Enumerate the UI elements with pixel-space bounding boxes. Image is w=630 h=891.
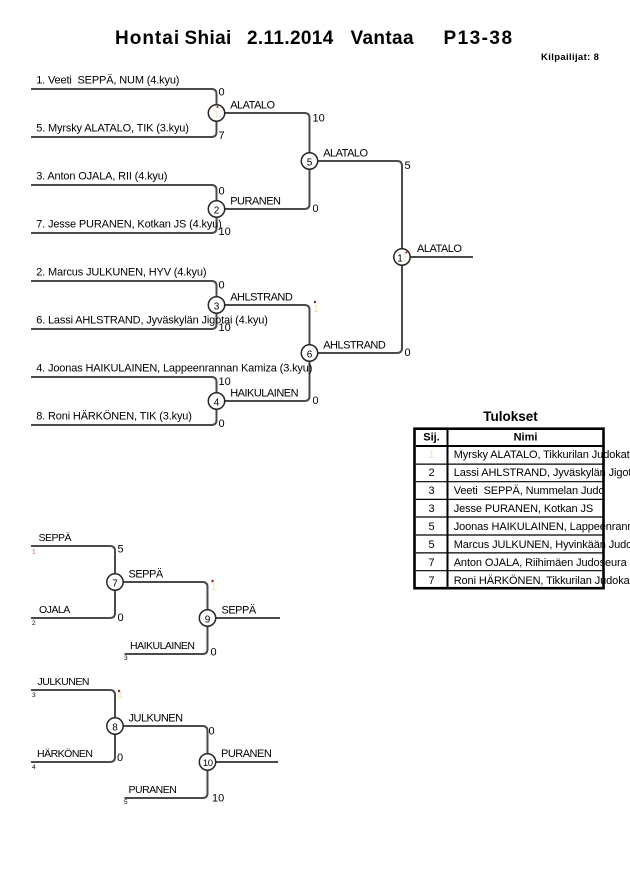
svg-text:0: 0 (211, 647, 217, 659)
svg-text:Anton OJALA, Riihimäen Judoseu: Anton OJALA, Riihimäen Judoseura (454, 557, 628, 569)
svg-text:5: 5 (124, 799, 128, 806)
svg-text:AHLSTRAND: AHLSTRAND (323, 340, 386, 352)
svg-text:1: 1 (397, 254, 403, 265)
svg-text:5: 5 (428, 521, 434, 533)
svg-text:5: 5 (405, 160, 411, 172)
svg-text:Myrsky ALATALO, Tikkurilan Jud: Myrsky ALATALO, Tikkurilan Judokat (454, 449, 630, 461)
svg-text:3: 3 (124, 655, 128, 662)
svg-text:1: 1 (402, 254, 408, 265)
svg-text:3: 3 (214, 302, 220, 313)
svg-text:Jesse PURANEN, Kotkan JS: Jesse PURANEN, Kotkan JS (454, 503, 593, 515)
svg-text:1: 1 (428, 449, 434, 461)
svg-text:0: 0 (219, 186, 225, 198)
svg-text:3: 3 (428, 503, 434, 515)
svg-text:7: 7 (428, 557, 434, 569)
svg-text:5: 5 (307, 158, 313, 169)
svg-text:HÄRKÖNEN: HÄRKÖNEN (37, 748, 93, 760)
svg-text:3. Anton OJALA, RII (4.kyu): 3. Anton OJALA, RII (4.kyu) (36, 171, 167, 183)
svg-text:4: 4 (32, 764, 36, 771)
svg-text:ALATALO: ALATALO (417, 243, 462, 255)
svg-text:1: 1 (313, 303, 319, 315)
svg-text:PURANEN: PURANEN (221, 748, 272, 760)
svg-text:SEPPÄ: SEPPÄ (129, 569, 164, 581)
svg-text:2: 2 (32, 620, 36, 627)
svg-text:10: 10 (313, 113, 325, 125)
svg-text:6: 6 (307, 350, 313, 361)
svg-text:0: 0 (405, 347, 411, 359)
svg-text:ALATALO: ALATALO (323, 148, 368, 160)
svg-text:PURANEN: PURANEN (230, 196, 281, 208)
svg-text:6. Lassi AHLSTRAND, Jyväskylän: 6. Lassi AHLSTRAND, Jyväskylän Jigotai (… (36, 315, 268, 327)
svg-text:4: 4 (214, 398, 220, 409)
svg-text:1: 1 (214, 110, 220, 121)
svg-text:4. Joonas HAIKULAINEN, Lappeen: 4. Joonas HAIKULAINEN, Lappeenrannan Kam… (36, 363, 312, 375)
svg-text:HAIKULAINEN: HAIKULAINEN (130, 640, 195, 652)
svg-text:0: 0 (313, 203, 319, 215)
svg-text:2. Marcus JULKUNEN, HYV (4.kyu: 2. Marcus JULKUNEN, HYV (4.kyu) (36, 267, 206, 279)
svg-text:AHLSTRAND: AHLSTRAND (230, 292, 293, 304)
svg-text:2: 2 (214, 206, 220, 217)
svg-text:OJALA: OJALA (39, 604, 70, 616)
svg-text:7. Jesse PURANEN, Kotkan JS (4: 7. Jesse PURANEN, Kotkan JS (4.kyu) (36, 219, 221, 231)
svg-text:7: 7 (219, 130, 225, 142)
svg-text:Roni HÄRKÖNEN, Tikkurilan Judo: Roni HÄRKÖNEN, Tikkurilan Judokat (454, 575, 630, 587)
svg-text:1: 1 (32, 549, 36, 556)
svg-text:10: 10 (212, 793, 224, 805)
svg-text:0: 0 (219, 87, 225, 99)
svg-text:1: 1 (211, 581, 217, 593)
svg-text:8: 8 (112, 723, 118, 734)
svg-text:3: 3 (32, 692, 36, 699)
svg-text:Joonas HAIKULAINEN, Lappeenran: Joonas HAIKULAINEN, Lappeenrannan Kamiza (454, 521, 630, 533)
svg-text:10: 10 (219, 376, 231, 388)
svg-text:Nimi: Nimi (514, 432, 538, 444)
svg-text:SEPPÄ: SEPPÄ (222, 605, 257, 617)
svg-text:Veeti SEPPÄ, Nummelan Judo: Veeti SEPPÄ, Nummelan Judo (454, 485, 605, 497)
svg-text:0: 0 (313, 395, 319, 407)
svg-text:0: 0 (209, 726, 215, 738)
svg-text:JULKUNEN: JULKUNEN (129, 713, 184, 725)
svg-text:0: 0 (118, 612, 124, 624)
svg-text:PURANEN: PURANEN (129, 784, 177, 796)
svg-text:0: 0 (219, 280, 225, 292)
svg-text:3: 3 (428, 485, 434, 497)
svg-text:5: 5 (428, 539, 434, 551)
svg-text:1: 1 (117, 689, 123, 701)
svg-text:Sij.: Sij. (423, 432, 440, 444)
svg-text:ALATALO: ALATALO (230, 100, 275, 112)
svg-text:2: 2 (428, 467, 434, 479)
svg-text:HAIKULAINEN: HAIKULAINEN (230, 388, 298, 400)
svg-text:Marcus JULKUNEN, Hyvinkään Jud: Marcus JULKUNEN, Hyvinkään Judoseura (454, 539, 630, 551)
svg-text:Kilpailijat: 8: Kilpailijat: 8 (541, 52, 599, 63)
svg-text:7: 7 (428, 575, 434, 587)
svg-text:0: 0 (117, 752, 123, 764)
svg-text:Tulokset: Tulokset (483, 409, 538, 424)
svg-text:10: 10 (203, 758, 213, 769)
svg-text:5: 5 (118, 544, 124, 556)
svg-text:10: 10 (219, 322, 231, 334)
svg-text:9: 9 (205, 615, 211, 626)
svg-text:JULKUNEN: JULKUNEN (38, 676, 89, 688)
svg-text:Lassi AHLSTRAND, Jyväskylän Ji: Lassi AHLSTRAND, Jyväskylän Jigotai (454, 467, 630, 479)
svg-text:7: 7 (112, 579, 118, 590)
svg-text:1. Veeti SEPPÄ, NUM (4.kyu): 1. Veeti SEPPÄ, NUM (4.kyu) (36, 75, 179, 87)
svg-text:10: 10 (219, 226, 231, 238)
svg-text:8. Roni HÄRKÖNEN, TIK (3.kyu): 8. Roni HÄRKÖNEN, TIK (3.kyu) (36, 411, 192, 423)
svg-text:0: 0 (219, 418, 225, 430)
svg-text:5. Myrsky ALATALO, TIK (3.kyu): 5. Myrsky ALATALO, TIK (3.kyu) (36, 123, 189, 135)
svg-text:SEPPÄ: SEPPÄ (39, 532, 72, 544)
